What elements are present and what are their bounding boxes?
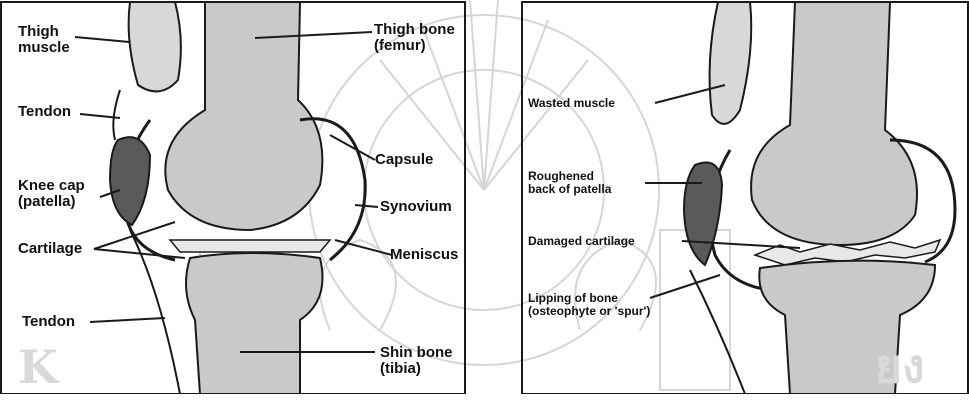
label-roughened-patella: Roughened back of patella — [528, 170, 611, 195]
tibia-shape — [186, 253, 323, 394]
label-lipping-bone: Lipping of bone (osteophyte or 'spur') — [528, 292, 650, 317]
meniscus-shape — [170, 240, 330, 252]
label-thigh-muscle: Thigh muscle — [18, 24, 70, 56]
femur-right-shape — [751, 2, 917, 245]
watermark-letter-left: K — [18, 340, 58, 394]
knee-diagram-figure: K ยง Thigh muscle Thigh bone (femur) Ten… — [0, 0, 969, 394]
label-tendon-bottom: Tendon — [22, 314, 75, 330]
label-capsule: Capsule — [375, 152, 433, 168]
wasted-muscle-shape — [710, 2, 752, 124]
tendon-top-line — [113, 90, 120, 140]
patella-shape — [110, 137, 150, 225]
watermark-letter-right: ยง — [875, 330, 924, 403]
tendon-right-line — [690, 270, 745, 394]
label-meniscus: Meniscus — [390, 247, 458, 263]
label-knee-cap: Knee cap (patella) — [18, 178, 85, 210]
label-wasted-muscle: Wasted muscle — [528, 97, 615, 110]
label-thigh-bone: Thigh bone (femur) — [374, 22, 455, 54]
patella-right-shape — [684, 163, 722, 266]
label-damaged-cartilage: Damaged cartilage — [528, 235, 635, 248]
label-cartilage: Cartilage — [18, 241, 82, 257]
label-tendon-top: Tendon — [18, 104, 71, 120]
diagram-canvas — [0, 0, 969, 394]
label-synovium: Synovium — [380, 199, 452, 215]
thigh-muscle-shape — [129, 2, 181, 91]
label-shin-bone: Shin bone (tibia) — [380, 345, 453, 377]
